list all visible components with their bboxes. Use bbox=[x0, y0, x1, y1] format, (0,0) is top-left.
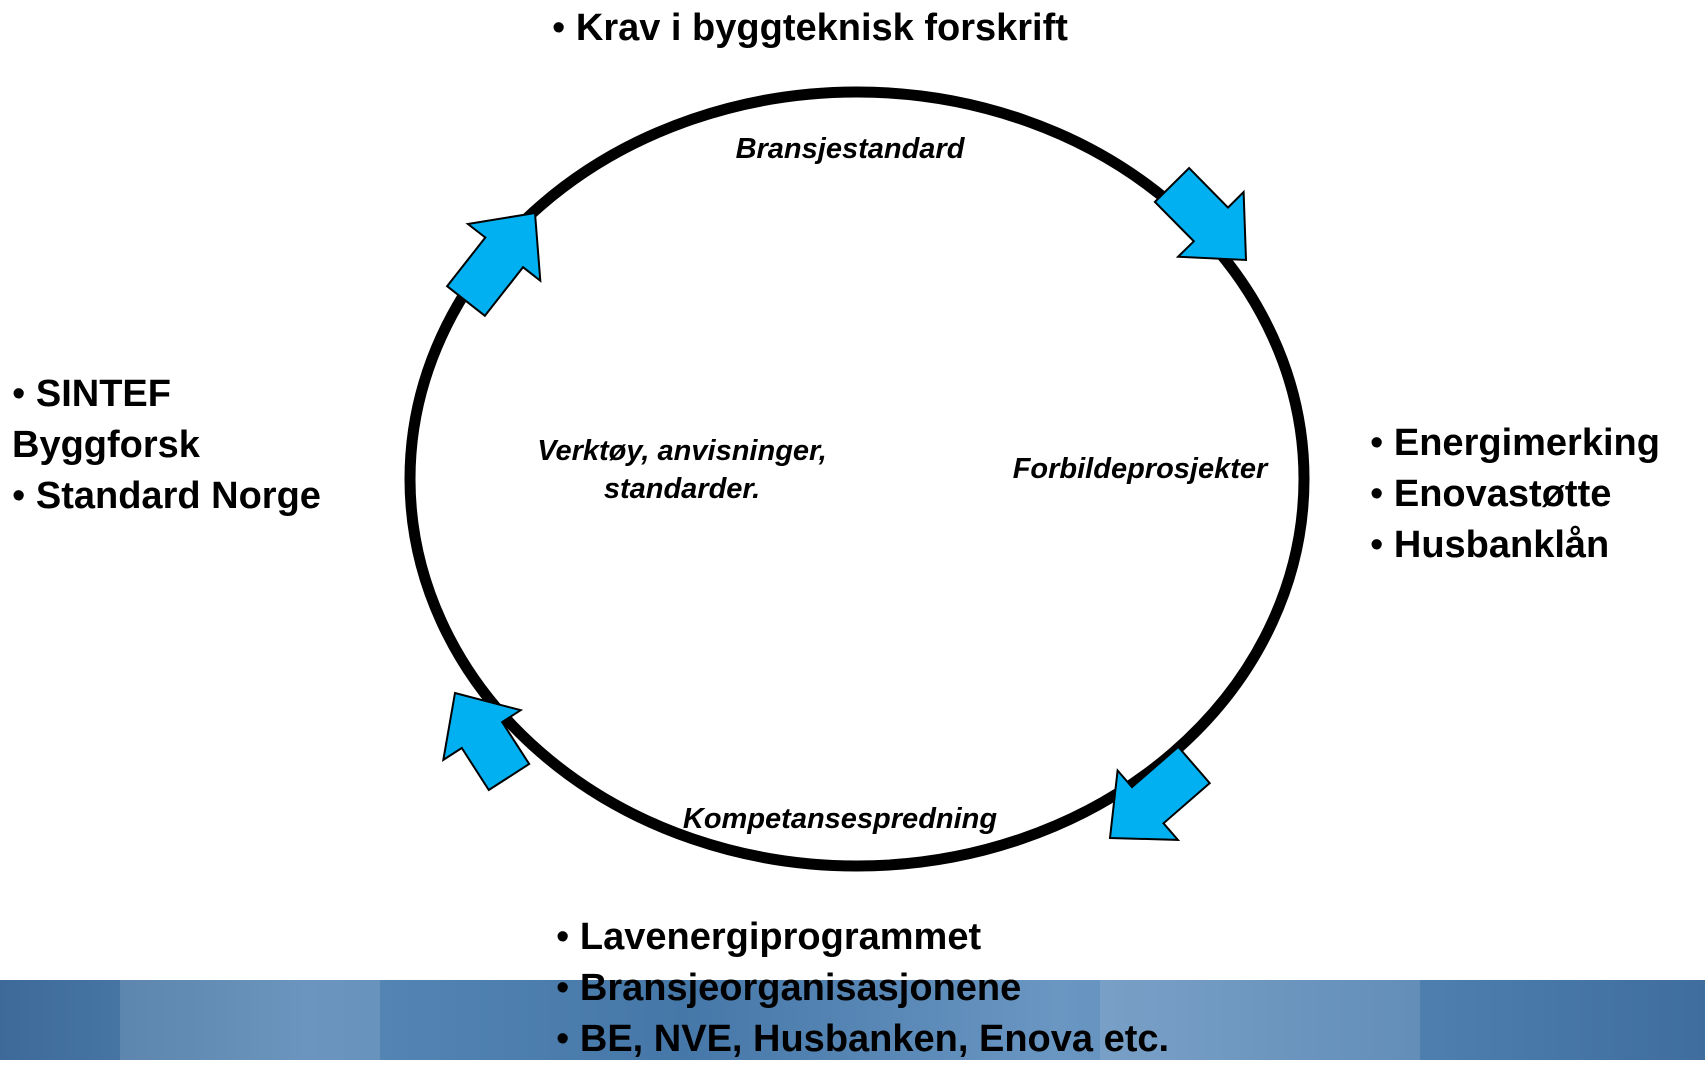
right-group-item: Husbanklån bbox=[1370, 520, 1660, 571]
cycle-label-right: Forbildeprosjekter bbox=[1012, 453, 1268, 485]
cycle-label-bottom: Kompetansespredning bbox=[682, 803, 998, 835]
top-group-item: Krav i byggteknisk forskrift bbox=[552, 3, 1068, 54]
cycle-ring bbox=[404, 86, 1310, 872]
cycle-label-left: Verktøy, anvisninger, standarder. bbox=[500, 432, 864, 508]
bottom-group-item: Lavenergiprogrammet bbox=[556, 912, 1169, 963]
arrow-bottom-right-icon bbox=[1108, 745, 1212, 841]
arrow-top-right-icon bbox=[1153, 166, 1248, 262]
right-group-item: Enovastøtte bbox=[1370, 469, 1660, 520]
arrow-top-left-icon bbox=[445, 211, 542, 318]
cycle-label-top: Bransjestandard bbox=[735, 133, 965, 165]
arrow-bottom-left-icon bbox=[441, 691, 531, 792]
cycle-label-left-line: Verktøy, anvisninger, bbox=[537, 435, 827, 467]
bottom-group-list: Lavenergiprogrammet Bransjeorganisasjone… bbox=[556, 912, 1169, 1065]
cycle-label-left-line: standarder. bbox=[603, 473, 761, 505]
right-group-list: Energimerking Enovastøtte Husbanklån bbox=[1370, 418, 1660, 571]
footer-band-highlight bbox=[120, 980, 380, 1060]
right-group-item: Energimerking bbox=[1370, 418, 1660, 469]
left-group-item: SINTEF Byggforsk bbox=[12, 369, 357, 471]
left-group-list: SINTEF Byggforsk Standard Norge bbox=[12, 369, 357, 522]
bottom-group-item: BE, NVE, Husbanken, Enova etc. bbox=[556, 1014, 1169, 1065]
left-group-item: Standard Norge bbox=[12, 471, 357, 522]
bottom-group-item: Bransjeorganisasjonene bbox=[556, 963, 1169, 1014]
top-group-list: Krav i byggteknisk forskrift bbox=[552, 3, 1068, 54]
